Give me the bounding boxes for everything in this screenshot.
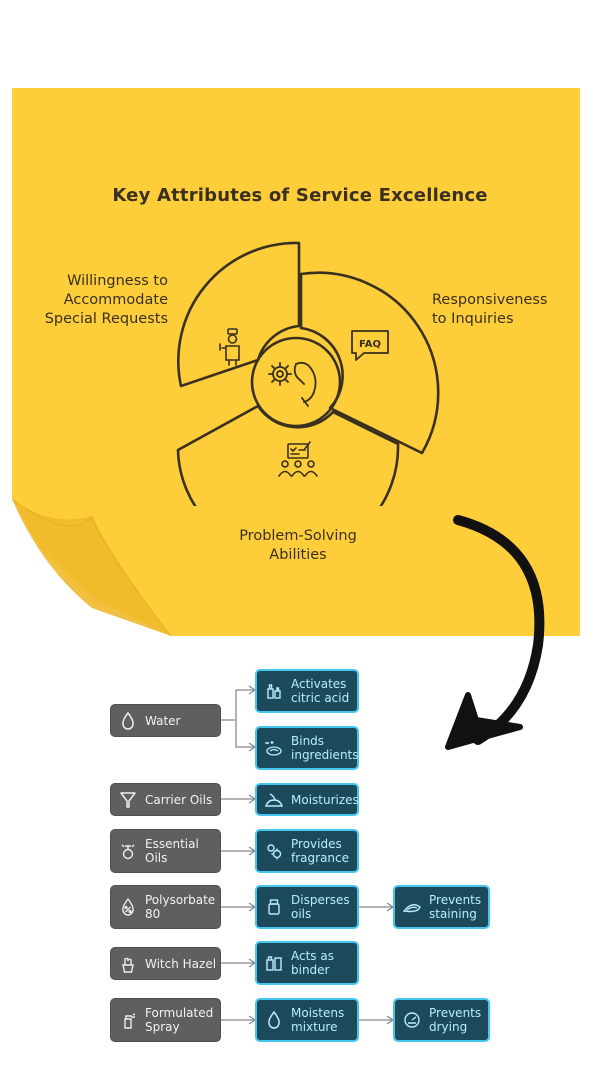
gear-hand-icon: [268, 361, 317, 407]
ingredient-label: Witch Hazel: [145, 956, 217, 971]
faq-icon: FAQ: [351, 330, 389, 361]
gauge-icon: [401, 1009, 423, 1031]
containers-icon: [263, 952, 285, 974]
ingredient-label: Formulated Spray: [145, 1006, 214, 1034]
jar-icon: [263, 896, 285, 918]
effect-binds-ingredients: Binds ingredients: [255, 726, 359, 770]
ingredient-polysorbate-80: Polysorbate 80: [110, 885, 221, 929]
sparkle-mix-icon: [263, 737, 285, 759]
effect-label: Binds ingredients: [291, 734, 359, 762]
spray-bottle-icon: [117, 1009, 139, 1031]
effect-prevents-staining: Prevents staining: [393, 885, 490, 929]
effect-label: Provides fragrance: [291, 837, 350, 865]
team-checklist-icon: [278, 441, 318, 477]
attributes-wheel: FAQ: [176, 241, 440, 506]
effect-moistens-mixture: Moistens mixture: [255, 998, 359, 1042]
effect-label: Moisturizes: [291, 792, 359, 807]
ingredient-label: Polysorbate 80: [145, 893, 216, 921]
concierge-icon: [219, 328, 240, 366]
ingredient-formulated-spray: Formulated Spray: [110, 998, 221, 1042]
segment-responsiveness: [299, 271, 440, 455]
water-drop-icon: [263, 1009, 285, 1031]
plant-pot-icon: [117, 953, 139, 975]
ingredient-label: Essential Oils: [145, 837, 199, 865]
effect-label: Prevents drying: [429, 1006, 482, 1034]
water-drop-icon: [117, 710, 139, 732]
curved-arrow-icon: [445, 515, 545, 750]
center-circle: [250, 336, 342, 428]
ingredient-witch-hazel: Witch Hazel: [110, 947, 221, 980]
effect-prevents-drying: Prevents drying: [393, 998, 490, 1042]
bottles-icon: [263, 680, 285, 702]
segment-willingness: [177, 241, 301, 388]
funnel-icon: [117, 789, 139, 811]
effect-activates-citric-acid: Activates citric acid: [255, 669, 359, 713]
effect-acts-as-binder: Acts as binder: [255, 941, 359, 985]
lotion-hand-icon: [263, 789, 285, 811]
attribute-label-responsiveness: Responsiveness to Inquiries: [432, 292, 548, 327]
effect-label: Disperses oils: [291, 893, 350, 921]
attribute-label-problem-solving: Problem-Solving Abilities: [239, 528, 357, 563]
effect-moisturizes: Moisturizes: [255, 783, 359, 816]
percent-drop-icon: [117, 896, 139, 918]
faq-icon-text: FAQ: [359, 339, 381, 350]
ingredient-carrier-oils: Carrier Oils: [110, 783, 221, 816]
ingredient-label: Water: [145, 713, 181, 728]
cloth-icon: [401, 896, 423, 918]
flower-icon: [263, 840, 285, 862]
effect-label: Acts as binder: [291, 949, 334, 977]
effect-label: Moistens mixture: [291, 1006, 345, 1034]
ingredient-label: Carrier Oils: [145, 792, 213, 807]
effect-provides-fragrance: Provides fragrance: [255, 829, 359, 873]
diffuser-icon: [117, 840, 139, 862]
attribute-label-willingness: Willingness to Accommodate Special Reque…: [44, 273, 168, 327]
note-title: Key Attributes of Service Excellence: [112, 185, 488, 206]
ingredient-water: Water: [110, 704, 221, 737]
effect-label: Prevents staining: [429, 893, 482, 921]
effect-label: Activates citric acid: [291, 677, 350, 705]
ingredient-essential-oils: Essential Oils: [110, 829, 221, 873]
effect-disperses-oils: Disperses oils: [255, 885, 359, 929]
